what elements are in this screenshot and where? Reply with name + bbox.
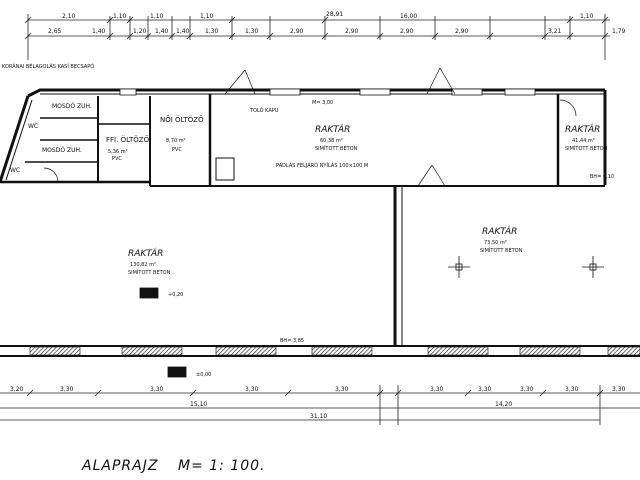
room-area: 60,38 m²: [320, 138, 343, 144]
dim-label: 2,90: [290, 28, 304, 35]
dim-label: 1,20: [133, 28, 147, 35]
top-dimension-lines: [24, 14, 610, 60]
bottom-wall-hatches: [29, 346, 640, 356]
dim-label: 15,10: [190, 401, 207, 408]
note-corridor: PADLÁS FELJÁRÓ NYÍLÁS 100×100 M: [276, 162, 368, 169]
note-level-1: +0,20: [168, 292, 183, 298]
room-area: 8,70 m²: [166, 138, 186, 144]
dim-label: 3,30: [612, 386, 626, 393]
dim-label: 1,10: [200, 13, 214, 20]
room-area: 5,36 m²: [108, 149, 128, 155]
drawing-scale: M= 1: 100.: [178, 458, 266, 474]
room-name: FFI. ÖLTÖZŐ: [106, 135, 150, 144]
dim-label: 14,20: [495, 401, 512, 408]
dim-label: 1,10: [150, 13, 164, 20]
dim-label: 2,90: [345, 28, 359, 35]
room-name: RAKTÁR: [315, 123, 350, 135]
note-top-left: KORÁNAI BÉLAGOLÁS KASÍ BECSAPÓ: [2, 62, 94, 70]
room-name: MOSDÓ ZUH.: [42, 147, 82, 154]
room-floor: SIMÍTOTT BETON: [128, 269, 171, 276]
bottom-dimension-lines: [0, 385, 640, 425]
dim-label: 3,20: [10, 386, 24, 393]
dim-label: 16,00: [400, 13, 417, 20]
room-name: NŐI ÖLTÖZŐ: [160, 115, 204, 124]
top-dimension-labels: 28,91 2,10 1,10 1,10 1,10 16,00 1,10 2,6…: [48, 11, 626, 35]
dim-label: 3,30: [565, 386, 579, 393]
dim-label: 3,30: [150, 386, 164, 393]
dim-label: 1,40: [176, 28, 190, 35]
drawing-title: ALAPRAJZ: [81, 458, 158, 474]
room-name: WC: [10, 167, 20, 174]
dim-label: 1,10: [113, 13, 127, 20]
note-level-2: ±0,00: [196, 372, 211, 378]
room-name: RAKTÁR: [565, 123, 600, 135]
room-area: 41,44 m²: [572, 138, 595, 144]
dim-label: 3,30: [245, 386, 259, 393]
overall-bottom-dimension: 31,10: [310, 413, 327, 420]
dim-label: 3,30: [430, 386, 444, 393]
columns: [139, 256, 604, 378]
bottom-dimension-labels: 3,20 3,30 3,30 3,30 3,30 3,30 3,30 3,30 …: [10, 386, 626, 420]
room-floor: PVC: [112, 156, 122, 162]
dim-label: 1,30: [245, 28, 259, 35]
dim-label: 1,79: [612, 28, 626, 35]
dim-label: 1,30: [205, 28, 219, 35]
dim-label: 3,30: [520, 386, 534, 393]
dim-label: 3,30: [335, 386, 349, 393]
room-floor: SIMÍTOTT BETON: [565, 145, 608, 152]
note-door: TOLÓ KAPU: [249, 107, 279, 114]
room-name: RAKTÁR: [482, 225, 517, 237]
room-name: RAKTÁR: [128, 247, 163, 259]
room-labels: RAKTÁR 60,38 m² SIMÍTOTT BETON RAKTÁR 41…: [10, 103, 608, 276]
dim-label: 3,21: [548, 28, 562, 35]
dim-label: 3,30: [60, 386, 74, 393]
top-windows: [119, 88, 536, 96]
dim-label: 1,40: [92, 28, 106, 35]
dim-label: 3,30: [478, 386, 492, 393]
dim-label: 1,10: [580, 13, 594, 20]
room-area: 73,50 m²: [484, 240, 507, 246]
dim-label: 2,10: [62, 13, 76, 20]
dim-label: 2,65: [48, 28, 62, 35]
note-mark: M= 3,00: [312, 100, 333, 106]
interior-walls: [25, 94, 560, 346]
room-name: MOSDÓ ZUH.: [52, 103, 92, 110]
note-sill-right: BH= 0,10: [590, 174, 614, 180]
room-floor: PVC: [172, 147, 182, 153]
plan-notes: KORÁNAI BÉLAGOLÁS KASÍ BECSAPÓ PADLÁS FE…: [2, 62, 614, 378]
dim-label: 2,90: [400, 28, 414, 35]
room-area: 130,82 m²: [130, 262, 156, 268]
room-name: WC: [28, 123, 38, 130]
room-floor: SIMÍTOTT BETON: [480, 247, 523, 254]
room-floor: SIMÍTOTT BETON: [315, 145, 358, 152]
dim-label: 2,90: [455, 28, 469, 35]
overall-top-dimension: 28,91: [326, 11, 343, 18]
note-sill-mid: BH= 3,85: [280, 338, 304, 344]
dim-label: 1,40: [155, 28, 169, 35]
door-swings: [43, 67, 577, 187]
